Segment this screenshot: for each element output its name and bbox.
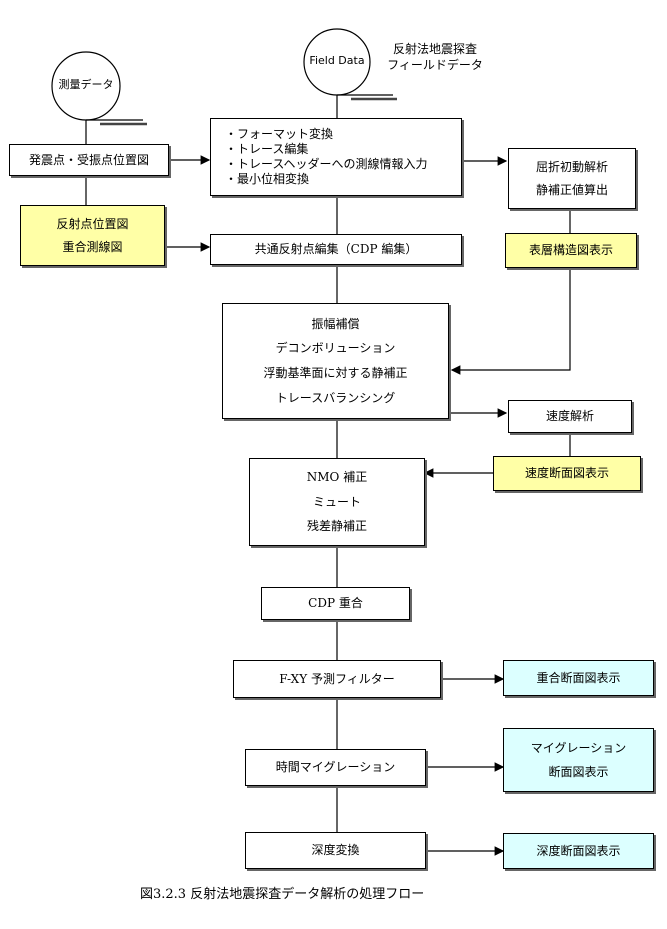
depth-section-display-box: 深度断面図表示 bbox=[503, 833, 654, 869]
refraction-analysis-box: 屈折初動解析 静補正値算出 bbox=[508, 148, 636, 209]
nmo-correction-box: NMO 補正 ミュート 残差静補正 bbox=[249, 458, 425, 546]
source-receiver-map-box: 発震点・受振点位置図 bbox=[9, 144, 169, 176]
cdp-sort-box: 共通反射点編集（CDP 編集） bbox=[210, 234, 462, 265]
figure-caption: 図3.2.3 反射法地震探査データ解析の処理フロー bbox=[140, 887, 425, 902]
format-conversion-box: ・フォーマット変換 ・トレース編集 ・トレースヘッダーへの測線情報入力 ・最小位… bbox=[210, 118, 462, 196]
depth-conversion-box: 深度変換 bbox=[245, 832, 426, 869]
velocity-analysis-box: 速度解析 bbox=[508, 400, 632, 433]
field-data-note: 反射法地震探査 フィールドデータ bbox=[387, 42, 483, 72]
survey-data-label: 測量データ bbox=[58, 78, 114, 91]
velocity-section-display-box: 速度断面図表示 bbox=[493, 456, 641, 491]
migration-section-display-box: マイグレーション 断面図表示 bbox=[503, 728, 654, 792]
field-data-label: Field Data bbox=[309, 54, 365, 67]
surface-structure-display-box: 表層構造図表示 bbox=[505, 233, 637, 268]
arrow-surface-to-amplitude bbox=[450, 269, 571, 375]
stack-section-display-box: 重合断面図表示 bbox=[503, 660, 654, 696]
fxy-filter-box: F-XY 予測フィルター bbox=[233, 660, 441, 698]
reflection-point-maps-box: 反射点位置図 重合測線図 bbox=[20, 205, 165, 266]
amplitude-processing-box: 振幅補償 デコンボリューション 浮動基準面に対する静補正 トレースバランシング bbox=[222, 303, 449, 419]
time-migration-box: 時間マイグレーション bbox=[245, 749, 426, 786]
field-data-terminal-shape bbox=[303, 28, 397, 101]
survey-data-terminal-shape bbox=[51, 51, 147, 126]
cdp-stack-box: CDP 重合 bbox=[261, 587, 410, 620]
